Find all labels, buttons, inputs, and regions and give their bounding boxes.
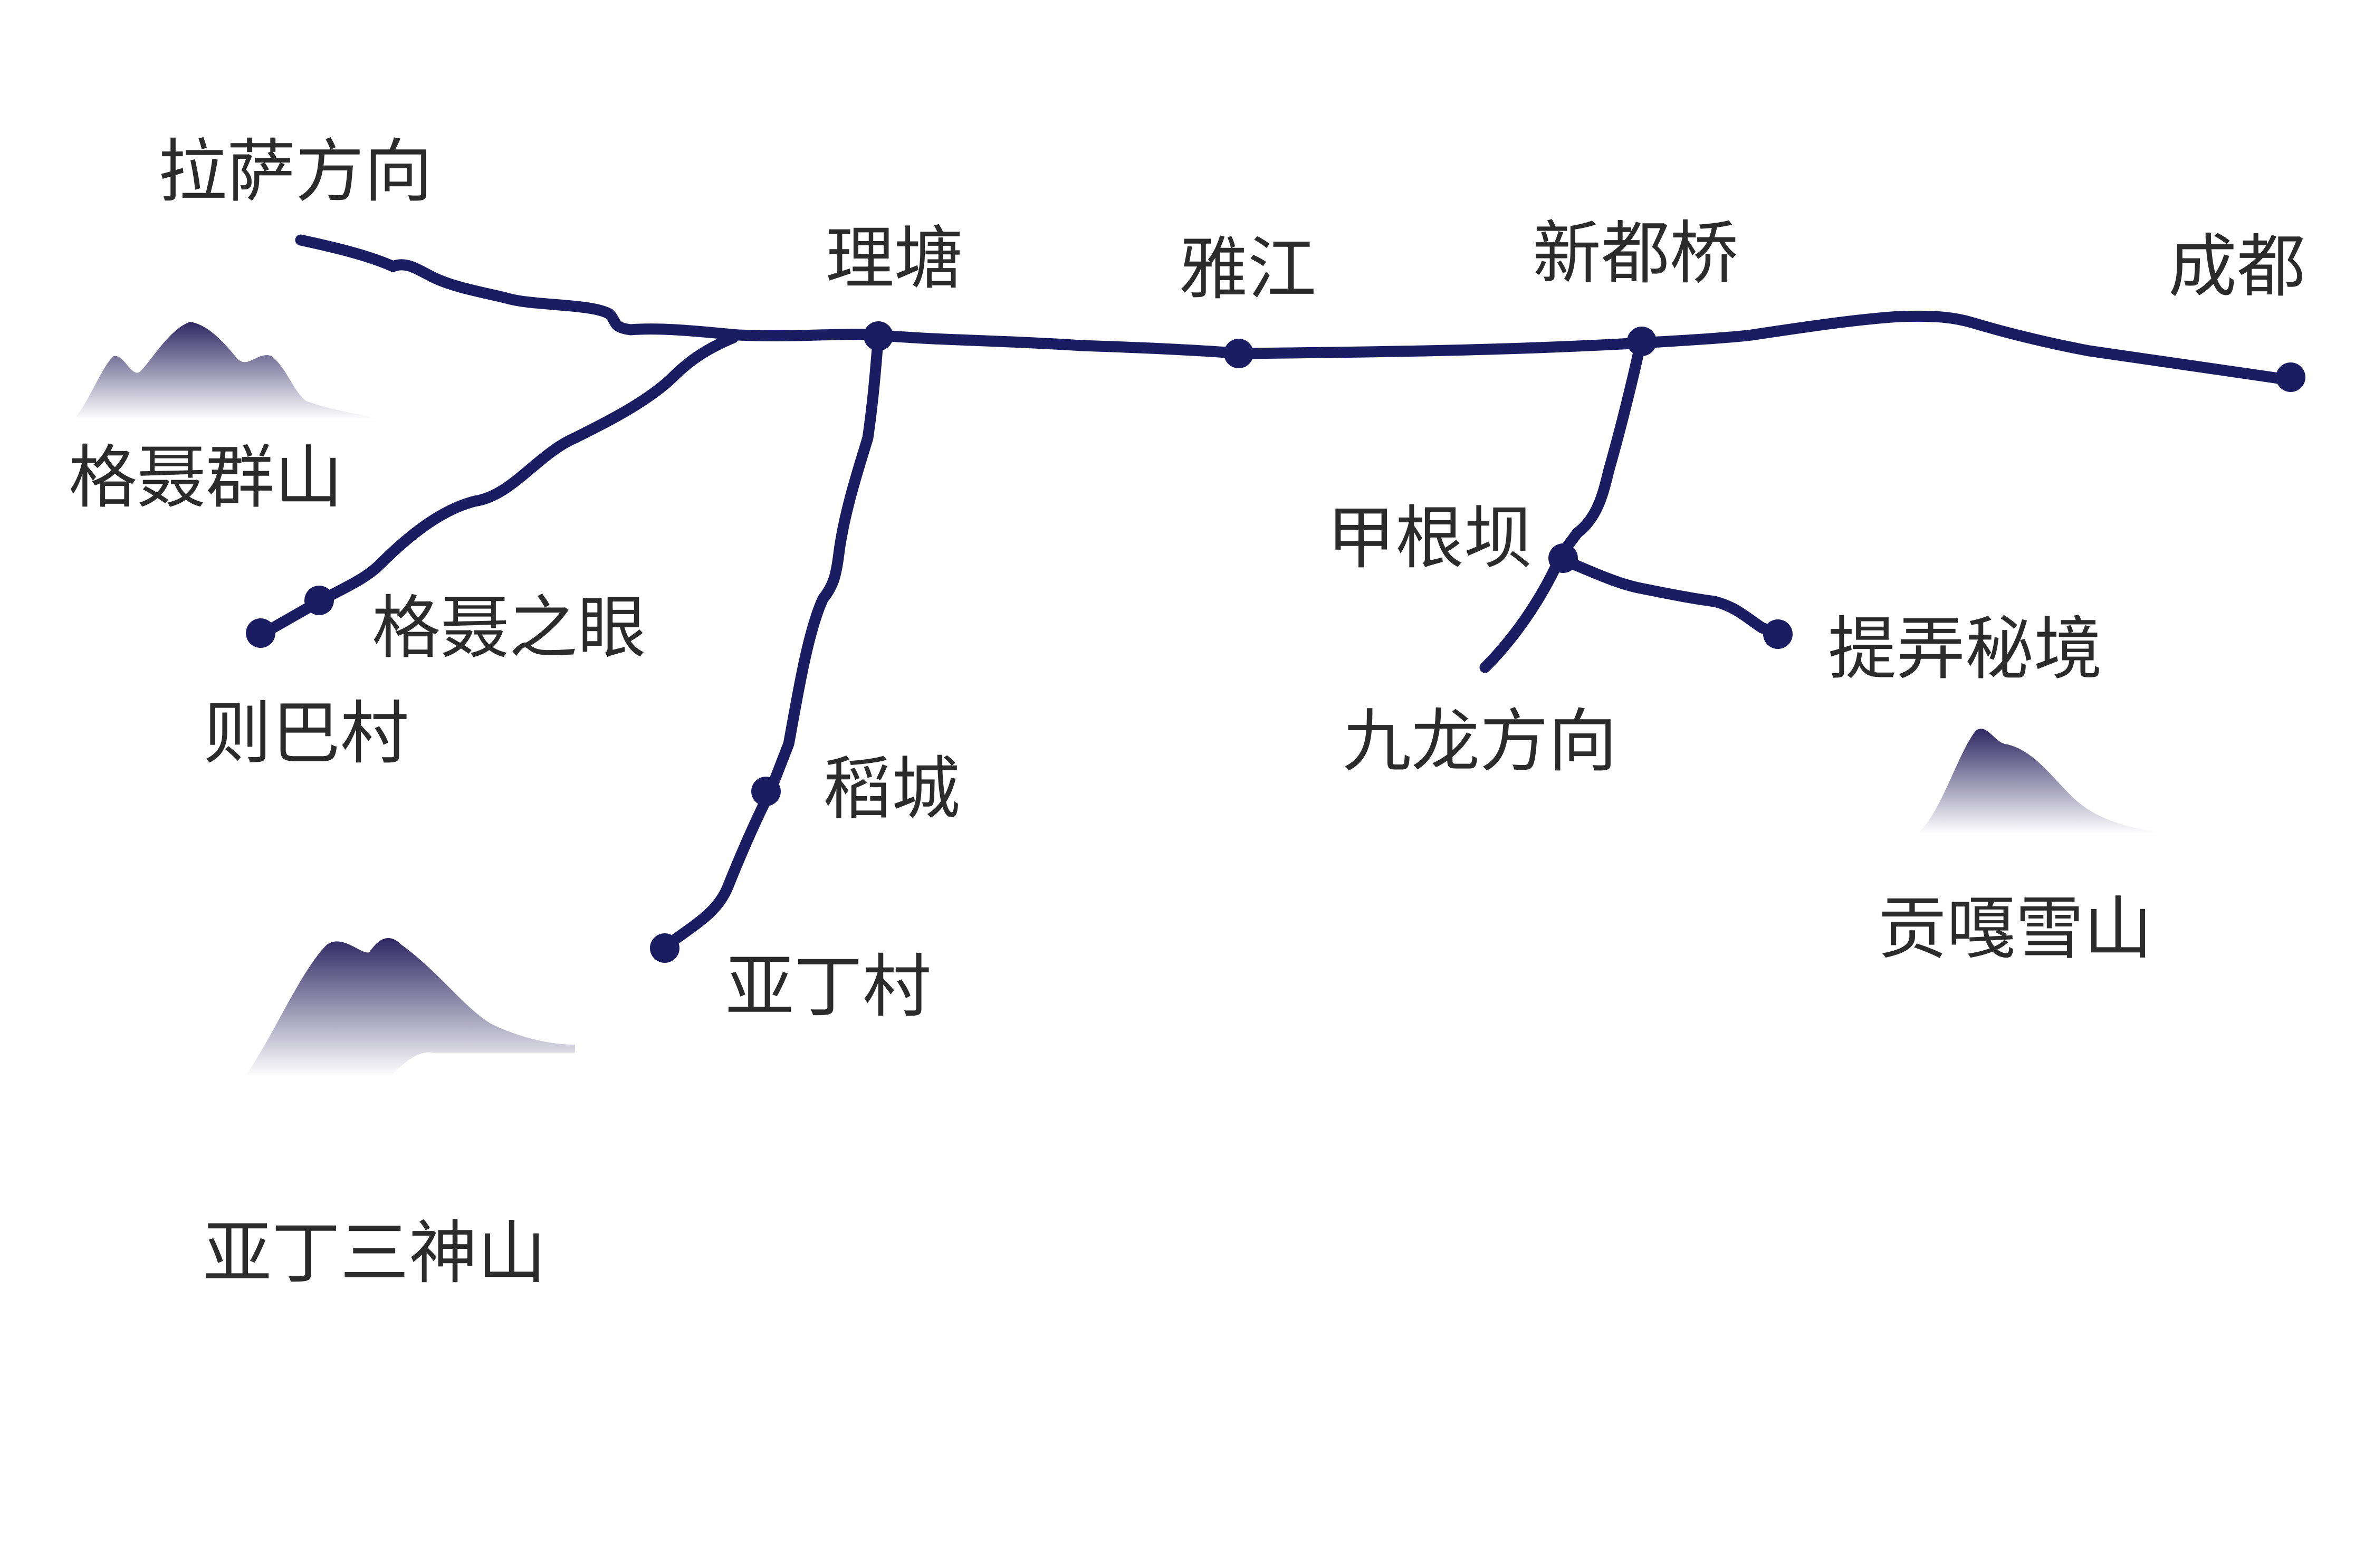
label-genie-mountains: 格聂群山 — [69, 437, 343, 518]
stop-jiagenba — [1548, 543, 1578, 573]
route-main — [295, 234, 2295, 386]
label-yajiang: 雅江 — [1179, 229, 1316, 309]
stop-genie-eye — [304, 586, 334, 615]
stop-daocheng — [751, 777, 781, 806]
yading-three-mountains-icon — [245, 938, 575, 1076]
label-litang: 理塘 — [826, 218, 963, 299]
label-chengdu: 成都 — [2168, 226, 2305, 307]
stop-chengdu — [2276, 362, 2305, 392]
stop-yajiang — [1224, 339, 1253, 368]
label-xinduqiao: 新都桥 — [1533, 213, 1738, 293]
stop-litang — [864, 321, 893, 351]
label-genie-eye: 格聂之眼 — [372, 588, 646, 668]
label-jiulong-direction: 九龙方向 — [1343, 701, 1617, 781]
gongga-mountain-icon — [1918, 729, 2171, 834]
route-genie — [258, 332, 739, 639]
label-lhasa-direction: 拉萨方向 — [158, 131, 433, 212]
route-tinong — [1556, 553, 1784, 639]
label-zeba-village: 则巴村 — [203, 693, 409, 773]
stop-zeba — [246, 618, 275, 648]
label-tinong-secret: 提弄秘境 — [1828, 609, 2102, 689]
stop-xinduqiao — [1627, 327, 1657, 356]
label-daocheng: 稻城 — [823, 749, 960, 829]
route-jiagenba — [1479, 337, 1647, 673]
label-gongga-mountain: 贡嘎雪山 — [1878, 888, 2152, 969]
label-yading-village: 亚丁村 — [725, 946, 931, 1027]
label-jiagenba: 甲根坝 — [1327, 498, 1533, 578]
stop-yading — [650, 933, 679, 963]
genie-mountains-icon — [74, 322, 382, 419]
label-yading-three-mountains: 亚丁三神山 — [203, 1213, 546, 1293]
route-daocheng — [659, 329, 884, 953]
stop-tinong — [1763, 619, 1793, 649]
